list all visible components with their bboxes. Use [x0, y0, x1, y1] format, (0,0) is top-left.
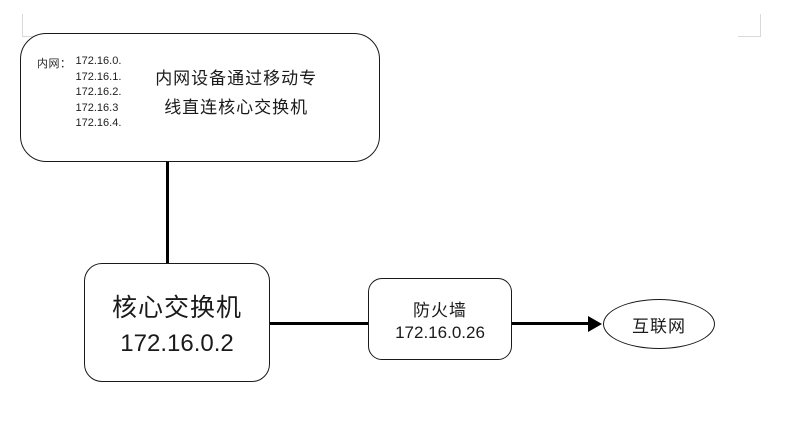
connector-note-to-core-switch [166, 160, 169, 270]
list-item: 172.16.4. [75, 117, 122, 129]
firewall-ip: 172.16.0.26 [395, 322, 485, 342]
list-item: 172.16.1. [75, 70, 122, 83]
connector-core-switch-to-firewall [268, 322, 370, 325]
node-firewall: 防火墙 172.16.0.26 [368, 278, 512, 360]
arrowhead-icon-to-internet [588, 316, 602, 332]
list-item: 172.16.2. [75, 86, 122, 98]
firewall-title: 防火墙 [413, 300, 467, 320]
list-item: 172.16.3 [75, 101, 119, 114]
internet-title: 互联网 [632, 316, 686, 336]
intranet-note-box: 内网： 172.16.0. 172.16.1. 172.16.2. 172.16… [20, 33, 380, 162]
note-description-line-2: 线直连核心交换机 [164, 98, 309, 117]
page-corner-mark-top-right [738, 14, 761, 37]
core-switch-title: 核心交换机 [111, 294, 242, 322]
note-description-line-1: 内网设备通过移动专 [155, 69, 318, 88]
intranet-ip-label: 内网： [37, 58, 72, 70]
connector-firewall-to-internet [510, 322, 592, 325]
node-core-switch: 核心交换机 172.16.0.2 [84, 263, 270, 382]
intranet-note-description: 内网设备通过移动专 线直连核心交换机 [121, 50, 369, 122]
core-switch-ip: 172.16.0.2 [120, 329, 234, 357]
intranet-ip-list: 172.16.0. 172.16.1. 172.16.2. 172.16.3 1… [76, 54, 122, 132]
intranet-ip-block: 内网： 172.16.0. 172.16.1. 172.16.2. 172.16… [37, 50, 121, 132]
list-item: 172.16.0. [75, 55, 122, 67]
node-internet: 互联网 [603, 299, 715, 349]
